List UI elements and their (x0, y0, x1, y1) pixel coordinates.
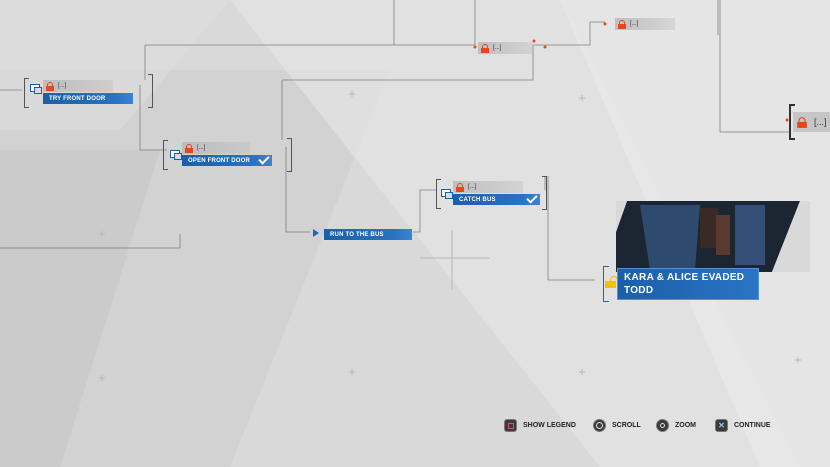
choice-icon (170, 150, 182, 160)
cross-button-icon: ✕ (715, 419, 728, 432)
arrow-icon (313, 229, 319, 237)
lock-icon (456, 182, 464, 192)
bracket (789, 104, 795, 140)
show-legend-hint[interactable]: SHOW LEGEND (504, 419, 576, 432)
lock-icon (797, 116, 807, 128)
choice-label: OPEN FRONT DOOR (188, 157, 251, 164)
continue-hint[interactable]: ✕ CONTINUE (715, 419, 771, 432)
bracket (163, 140, 168, 170)
ending-bracket (603, 266, 609, 302)
bracket (436, 179, 441, 209)
choice-bar[interactable]: TRY FRONT DOOR (43, 93, 133, 104)
bracket (148, 74, 153, 108)
locked-choice: [...] (453, 181, 523, 193)
choice-icon (30, 84, 42, 94)
bracket (24, 78, 29, 108)
r-stick-icon (593, 419, 606, 432)
checkmark-icon (526, 192, 538, 204)
hint-label: SCROLL (612, 422, 641, 429)
choice-bar[interactable]: OPEN FRONT DOOR (182, 153, 272, 166)
locked-choice: [...] (43, 80, 113, 92)
choice-bar[interactable]: CATCH BUS (453, 192, 540, 205)
lock-icon (185, 143, 193, 153)
ending-title: KARA & ALICE EVADED TODD (624, 272, 745, 296)
bracket (542, 176, 547, 210)
locked-node-top-1[interactable]: [...] (478, 42, 533, 54)
choice-bar[interactable]: RUN TO THE BUS (324, 229, 412, 240)
l-stick-icon (656, 419, 669, 432)
choice-icon (441, 189, 453, 199)
choice-label: CATCH BUS (459, 196, 496, 203)
square-button-icon (504, 419, 517, 432)
zoom-hint[interactable]: ZOOM (656, 419, 696, 432)
lock-icon (46, 81, 54, 91)
locked-node-right[interactable]: [...] (793, 112, 830, 132)
scroll-hint[interactable]: SCROLL (593, 419, 641, 432)
lock-icon (618, 19, 626, 29)
locked-node-top-2[interactable]: [...] (615, 18, 675, 30)
hint-label: CONTINUE (734, 422, 771, 429)
lock-icon (481, 43, 489, 53)
bracket (287, 138, 292, 172)
hint-label: ZOOM (675, 422, 696, 429)
checkmark-icon (258, 153, 270, 165)
ending-title-box[interactable]: KARA & ALICE EVADED TODD (617, 268, 759, 300)
hint-label: SHOW LEGEND (523, 422, 576, 429)
locked-label: [...] (814, 117, 827, 127)
ending-unlocked-icon (605, 276, 618, 288)
locked-choice: [...] (182, 142, 250, 154)
